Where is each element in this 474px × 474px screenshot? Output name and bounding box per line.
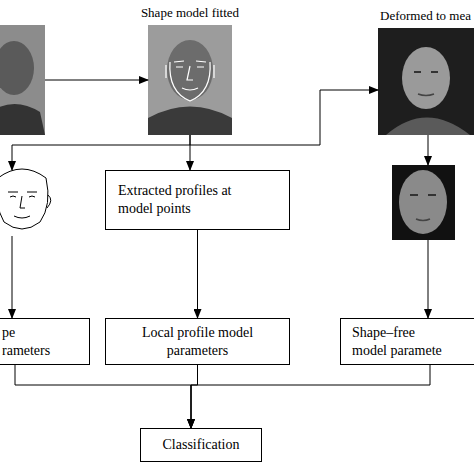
- box-label: Local profile model parameters: [131, 324, 264, 360]
- image-panel: Deformed to mea: [378, 28, 474, 135]
- box-label: Extracted profiles at model points: [118, 182, 248, 218]
- process-box: pe rameters: [0, 318, 90, 365]
- connector: [15, 365, 191, 428]
- static-wires: [12, 80, 428, 318]
- connector: [191, 365, 198, 428]
- box-label: pe rameters: [2, 324, 62, 360]
- connector: [197, 230, 198, 318]
- input-photo: [0, 25, 45, 135]
- process-box: Shape–free model paramete: [340, 318, 474, 365]
- process-box: Local profile model parameters: [105, 318, 290, 365]
- shape-sketch: [0, 169, 51, 229]
- shape-free-patch: [392, 165, 455, 240]
- process-box: Extracted profiles at model points: [105, 170, 290, 230]
- fitted-photo: [148, 25, 232, 135]
- connector: [191, 365, 430, 428]
- process-box: Classification: [140, 428, 262, 462]
- mean-photo: [378, 28, 474, 135]
- panel-title: Deformed to mea: [380, 8, 474, 23]
- panel-title: Shape model fitted: [108, 5, 272, 20]
- box-label: Shape–free model paramete: [352, 324, 452, 360]
- connector: [190, 135, 191, 170]
- connector: [190, 90, 378, 145]
- box-label: Classification: [141, 436, 261, 454]
- image-panel: Shape model fitted: [148, 25, 232, 135]
